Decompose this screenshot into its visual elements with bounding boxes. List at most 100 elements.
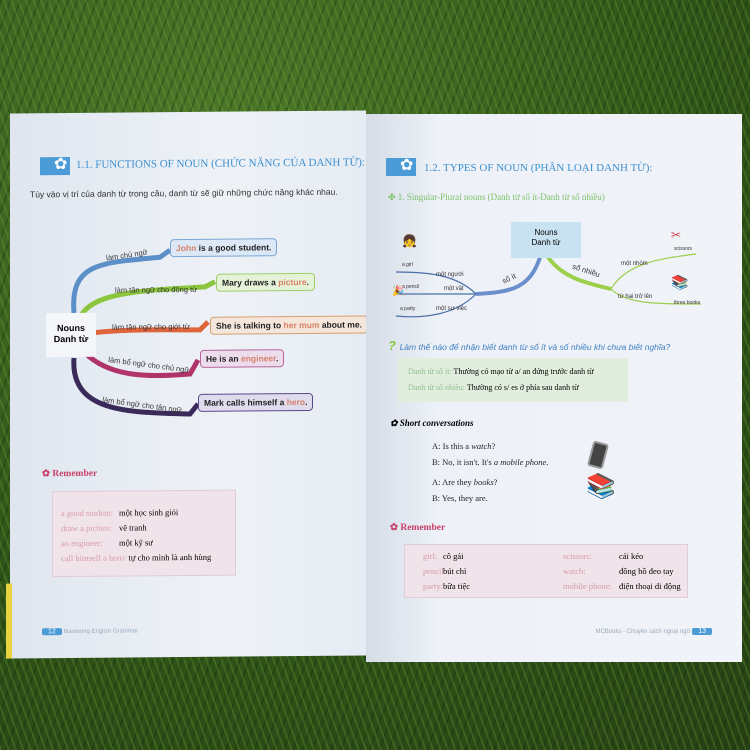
term: mobile phone:	[563, 581, 612, 591]
remember-title: Remember	[52, 468, 98, 480]
text: watch	[471, 441, 492, 451]
books-icon: 📚	[671, 274, 689, 290]
item-label: một sự việc	[436, 306, 468, 312]
remember-row: draw a picture:vẽ tranh	[61, 522, 227, 538]
remember-row: call himself a hero: tự cho mình là anh …	[61, 552, 227, 568]
branch-line-5	[71, 357, 200, 417]
footer-text: Mastering English Grammar	[63, 628, 139, 636]
branch-line-3	[91, 320, 210, 336]
item-label: từ hai trở lên	[618, 294, 653, 300]
example-highlight: picture	[278, 276, 307, 288]
branch-line-2	[77, 279, 217, 320]
line-a: A: Is this a watch?	[432, 438, 548, 454]
branch-label: làm tân ngữ cho giới từ	[112, 321, 190, 332]
term: girl:	[423, 551, 438, 561]
item-line	[610, 288, 702, 305]
flower-icon: ✿	[390, 418, 400, 428]
meaning: vẽ tranh	[119, 522, 147, 533]
example-text: is a good student.	[196, 242, 272, 253]
remember-heading: ✿ Remember	[390, 522, 445, 533]
example-highlight: John	[176, 242, 197, 254]
remember-row: pencil:bút chì watch: đồng hồ đeo tay	[423, 566, 674, 581]
flower-icon: ✿	[390, 523, 401, 533]
text: ?	[493, 477, 498, 487]
question-mark-icon: ?	[388, 338, 400, 353]
books-icon: 📚	[586, 473, 616, 500]
center-vi: Danh từ	[531, 238, 561, 247]
item-label: một nhóm	[621, 261, 648, 267]
example-box: He is an engineer.	[200, 349, 285, 368]
item-label: một vật	[444, 286, 464, 292]
section-icon	[386, 155, 416, 176]
center-en: Nouns	[534, 228, 558, 237]
line-a: A: Are they books?	[432, 474, 497, 490]
page-number: 12	[42, 628, 62, 636]
item-example: scissors	[674, 246, 693, 252]
rule-text: Thường có mạo từ a/ an đứng trước danh t…	[453, 367, 594, 376]
item-line	[395, 293, 477, 318]
term: pencil:	[423, 566, 447, 576]
footer: 12 Mastering English Grammar	[42, 627, 139, 636]
line-b: B: No, it isn't. It's a mobile phone.	[432, 454, 548, 470]
girl-icon: 👧	[402, 234, 417, 248]
center-vi: Danh từ	[53, 333, 89, 345]
remember-box: a good student:một học sinh giỏi draw a …	[52, 489, 236, 578]
example-text: .	[306, 276, 309, 287]
flower-icon: ✿	[42, 469, 53, 480]
meaning: điện thoại di động	[619, 581, 681, 591]
remember-row: an engineer:một kỹ sư	[61, 537, 227, 553]
party-icon: 🎉	[392, 286, 405, 297]
subheading: ✤ 1. Singular-Plural nouns (Danh từ số í…	[388, 192, 605, 203]
footer-text: MCBooks - Chuyên sách ngoại ngữ	[595, 629, 691, 635]
remember-row: girl: cô gái scissors: cái kéo	[423, 551, 669, 566]
term: party:	[423, 581, 443, 591]
example-box: Mark calls himself a hero.	[198, 392, 314, 412]
text: B: Yes, they are.	[432, 493, 488, 503]
example-text: Mark calls himself a	[204, 397, 287, 408]
question: ? Làm thế nào để nhận biết danh từ số ít…	[388, 338, 670, 353]
remember-row: a good student:một học sinh giỏi	[61, 507, 227, 523]
branch-line-4	[83, 351, 201, 379]
functions-mindmap-lines	[71, 248, 217, 417]
rules-box: Danh từ số ít: Thường có mạo từ a/ an đứ…	[398, 358, 628, 402]
example-box: Mary draws a picture.	[216, 272, 315, 292]
text: ?	[491, 441, 496, 451]
types-mindmap-lines	[395, 252, 702, 318]
meaning: cái kéo	[619, 551, 644, 561]
right-page: 1.2. TYPES OF NOUN (PHÂN LOẠI DANH TỪ): …	[366, 114, 742, 662]
rule-text: Thường có s/ es ở phía sau danh từ	[466, 383, 579, 392]
short-conv-title: Short conversations	[399, 418, 474, 428]
item-label: một người	[436, 272, 464, 278]
example-box: She is talking to her mum about me.	[210, 315, 368, 335]
clover-icon: ✤	[388, 192, 398, 202]
meaning: đồng hồ đeo tay	[619, 566, 674, 576]
meaning: cô gái	[443, 551, 464, 561]
mindmap-center: Nouns Danh từ	[511, 222, 581, 258]
meaning: bút chì	[443, 566, 467, 576]
example-text: Mary draws a	[222, 277, 279, 288]
left-page: 1.1. FUNCTIONS OF NOUN (CHỨC NĂNG CỦA DA…	[10, 110, 368, 659]
remember-box: girl: cô gái scissors: cái kéo pencil:bút c…	[404, 544, 688, 598]
text: A: Is this a	[432, 441, 472, 451]
item-line	[395, 271, 477, 295]
term: watch:	[563, 566, 586, 576]
term: scissors:	[563, 551, 592, 561]
mindmap-center: Nouns Danh từ	[46, 312, 96, 358]
item-example: a party	[400, 306, 416, 312]
text: B: No, it isn't. It's	[432, 457, 494, 467]
meaning: tự cho mình là anh hùng	[128, 551, 212, 563]
singular-line	[475, 253, 543, 296]
example-highlight: hero	[286, 396, 306, 408]
meaning: một học sinh giỏi	[119, 507, 179, 518]
example-highlight: engineer	[240, 353, 276, 364]
scissors-icon: ✂	[671, 228, 682, 242]
text: A: Are they	[432, 477, 474, 487]
rule-row: Danh từ số nhiều: Thường có s/ es ở phía…	[408, 380, 618, 396]
term: an engineer:	[61, 537, 103, 549]
branch-label: làm tân ngữ cho động từ	[115, 284, 198, 295]
term: call himself a hero:	[61, 552, 127, 564]
item-example: a girl	[402, 262, 413, 268]
line-b: B: Yes, they are.	[432, 490, 497, 506]
item-example: three books	[674, 300, 701, 306]
